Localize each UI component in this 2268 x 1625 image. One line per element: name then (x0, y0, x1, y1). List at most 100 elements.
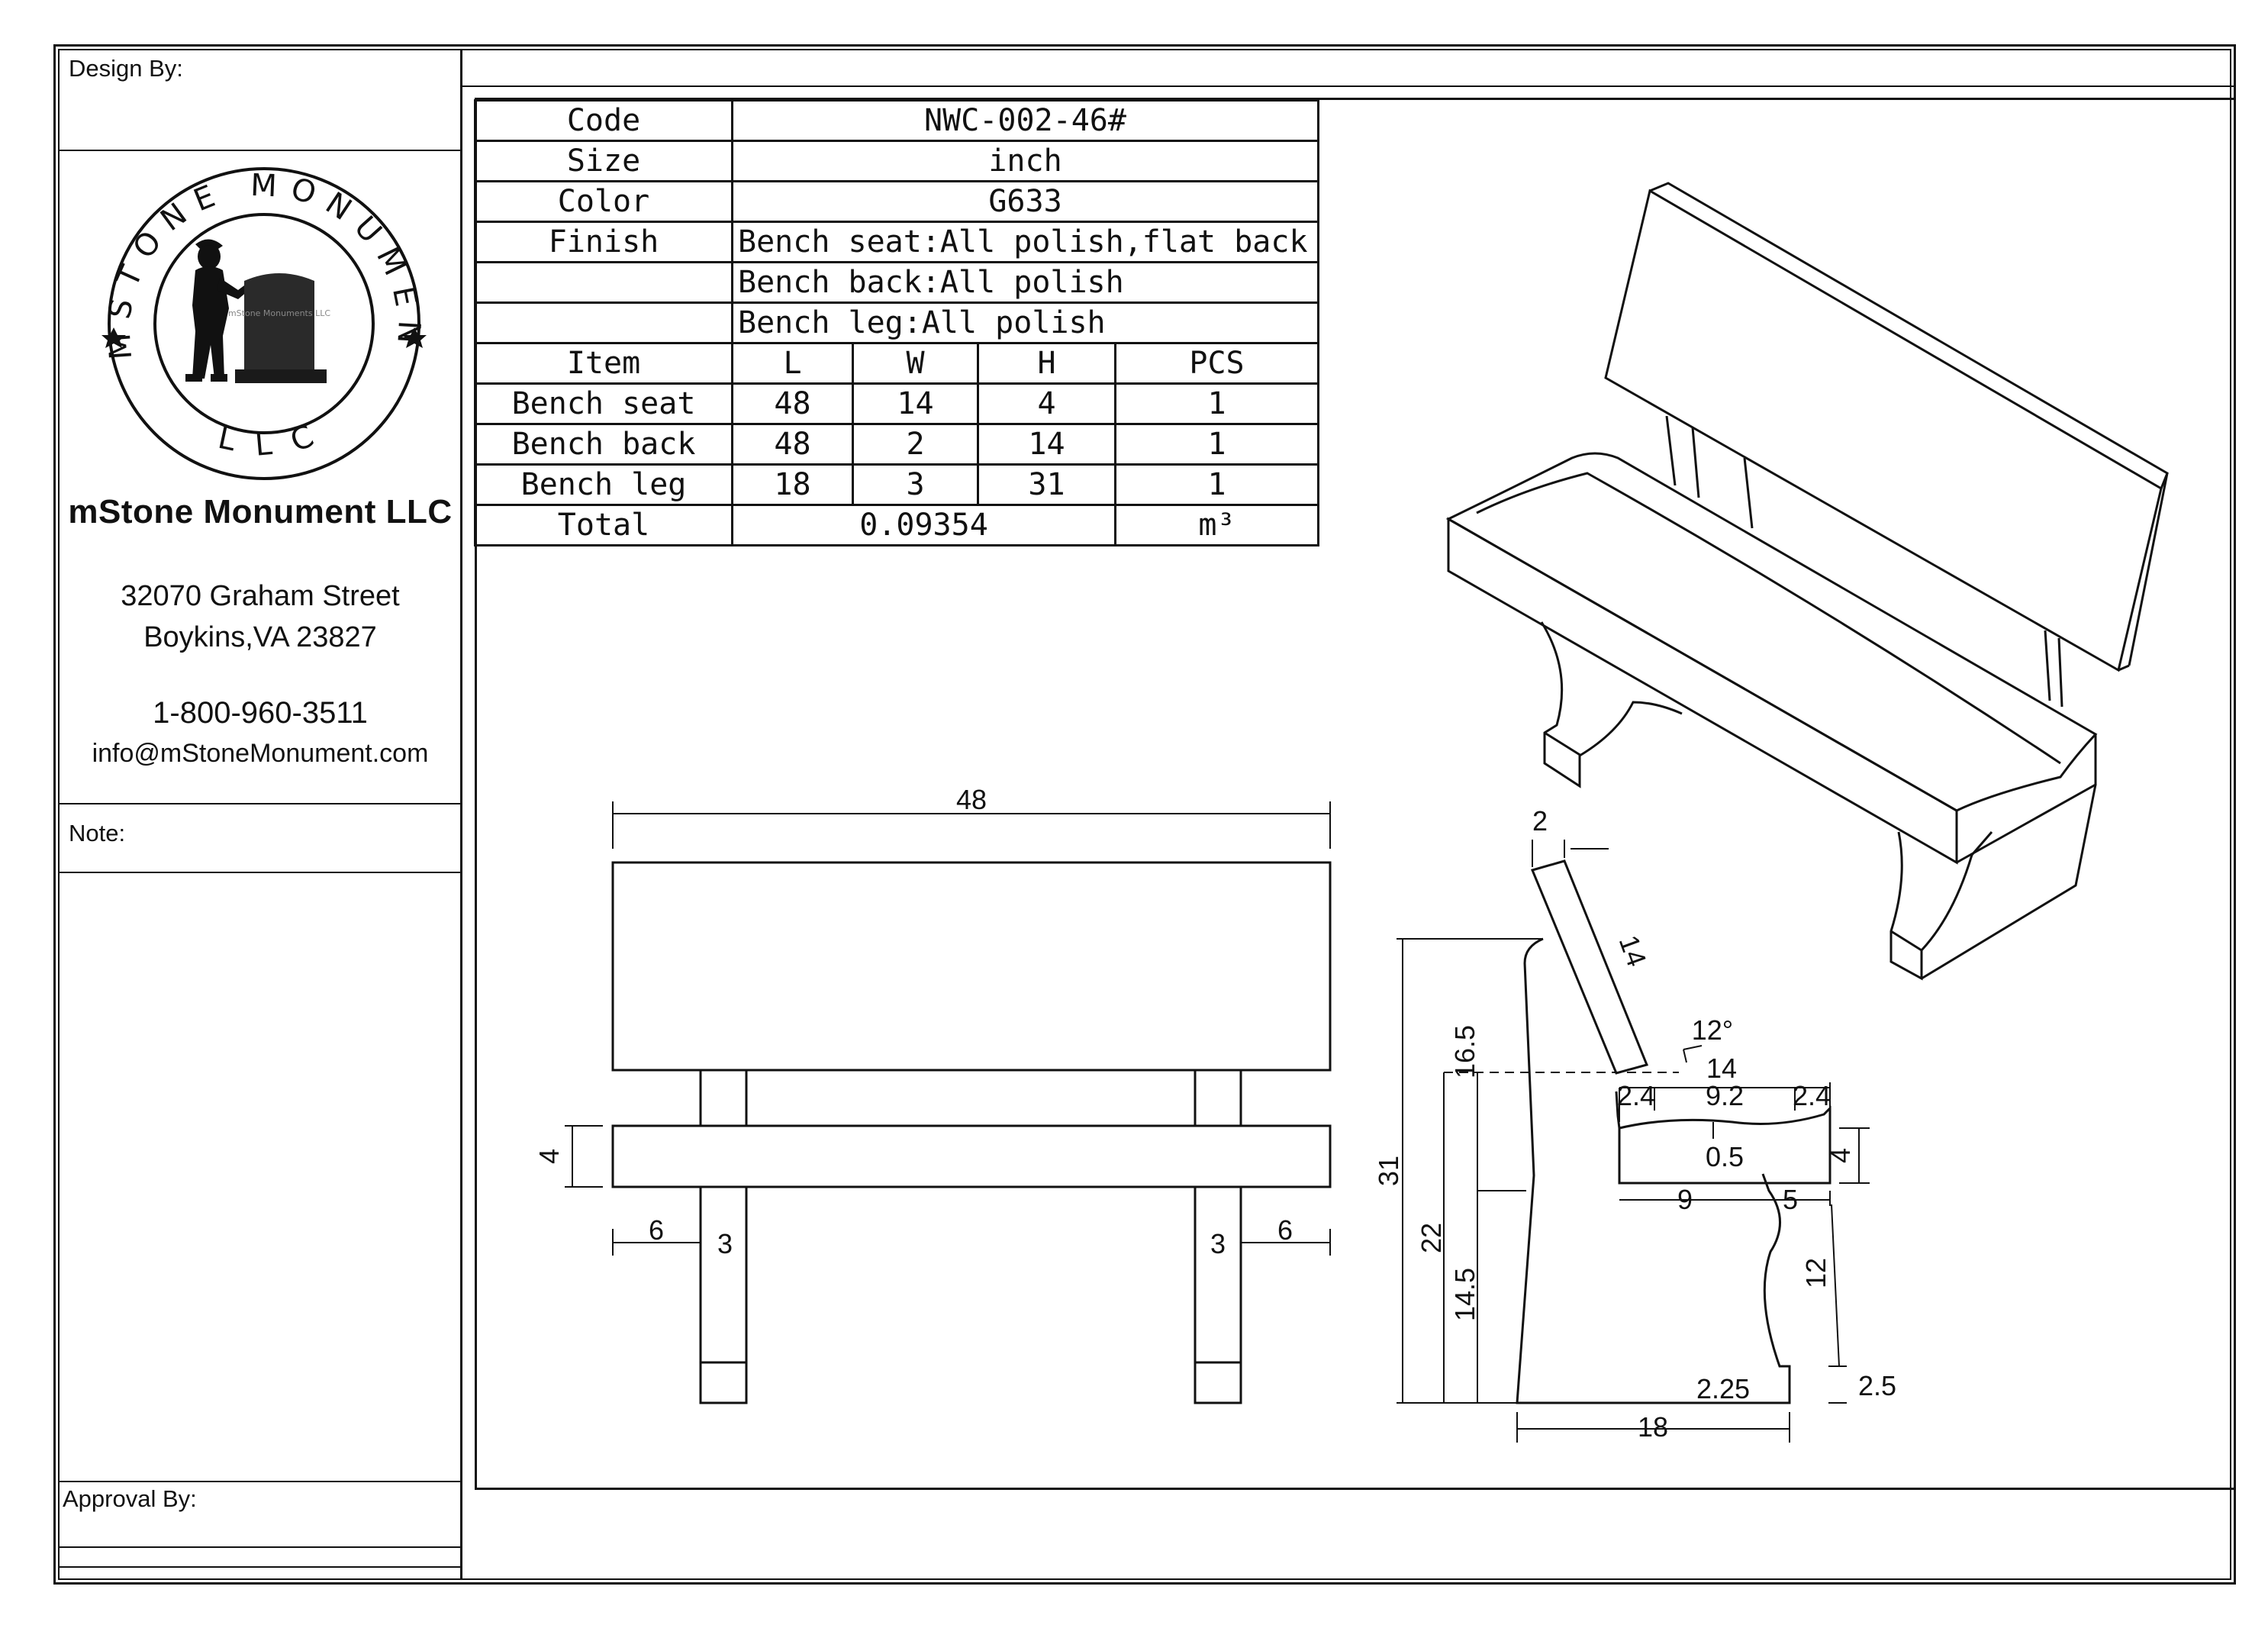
spec-label-empty (474, 261, 733, 304)
spec-value: inch (731, 140, 1319, 182)
iso-backrest-front (1604, 189, 2163, 672)
dim-seat-height: 4 (533, 1149, 565, 1164)
approval-by-label: Approval By: (63, 1485, 197, 1512)
spec-value: Bench leg:All polish (731, 301, 1319, 344)
table-row: Bench leg 18 3 31 1 (474, 463, 1319, 506)
table-row: Code NWC-002-46# (474, 99, 1319, 142)
dim-edge-1: 2.4 (1617, 1080, 1655, 1111)
phone-number: 1-800-960-3511 (153, 696, 368, 730)
length-cell: 48 (731, 423, 854, 466)
dim-seat-top-height: 22 (1416, 1223, 1447, 1253)
divider (58, 803, 462, 804)
table-row: Bench back 48 2 14 1 (474, 423, 1319, 466)
dim-rear-overhang: 5 (1783, 1184, 1798, 1215)
spec-label: Color (474, 180, 733, 223)
table-row: Total 0.09354 m³ (474, 504, 1319, 547)
column-header: PCS (1114, 342, 1319, 385)
length-cell: 18 (731, 463, 854, 506)
column-header: L (731, 342, 854, 385)
table-row: Finish Bench seat:All polish,flat back (474, 221, 1319, 263)
dim-back-angle: 12° (1692, 1014, 1733, 1046)
height-cell: 4 (977, 382, 1116, 425)
dim-seat-thickness: 4 (1825, 1148, 1856, 1163)
table-header-row: Item L W H PCS (474, 342, 1319, 385)
design-by-label: Design By: (69, 55, 183, 82)
divider (58, 1566, 462, 1568)
spec-label: Size (474, 140, 733, 182)
dim-total-width: 48 (956, 784, 987, 815)
dim-middle: 9.2 (1706, 1080, 1744, 1111)
address-line-2: Boykins,VA 23827 (143, 621, 377, 653)
side-elevation-view (1516, 859, 1831, 1404)
column-header: Item (474, 342, 733, 385)
front-backrest (611, 861, 1332, 1072)
dim-base-length: 18 (1638, 1411, 1668, 1443)
pcs-cell: 1 (1114, 382, 1319, 425)
sheet-inner-frame (58, 49, 2231, 1580)
dim-total-height: 31 (1373, 1156, 1404, 1186)
item-cell: Bench seat (474, 382, 733, 425)
drawing-area-frame (475, 98, 2236, 1490)
dim-back-length: 14 (1613, 931, 1653, 971)
dim-seat-depth: 14 (1706, 1053, 1737, 1084)
dim-leg-height: 14.5 (1449, 1268, 1480, 1321)
spec-label: Finish (474, 221, 733, 263)
table-row: Bench back:All polish (474, 261, 1319, 304)
height-cell: 31 (977, 463, 1116, 506)
total-label: Total (474, 504, 733, 547)
total-unit: m³ (1114, 504, 1319, 547)
spec-value: Bench seat:All polish,flat back (731, 221, 1319, 263)
front-leg-left (699, 1185, 748, 1404)
dim-leg-curve: 12 (1800, 1258, 1831, 1288)
dim-leg-right: 3 (1210, 1228, 1226, 1259)
side-seat (1618, 1105, 1831, 1185)
item-cell: Bench back (474, 423, 733, 466)
divider (58, 1481, 462, 1482)
headstone-text: mStone Monuments LLC (228, 308, 330, 318)
spec-value: NWC-002-46# (731, 99, 1319, 142)
spec-table: Code NWC-002-46# Size inch Color G633 Fi… (474, 99, 1319, 547)
drawing-area-topline (462, 85, 2236, 87)
note-label: Note: (69, 820, 126, 846)
pcs-cell: 1 (1114, 463, 1319, 506)
spec-label: Code (474, 99, 733, 142)
company-name: mStone Monument LLC (68, 493, 453, 530)
address-line-1: 32070 Graham Street (121, 580, 400, 612)
height-cell: 14 (977, 423, 1116, 466)
pcs-cell: 1 (1114, 423, 1319, 466)
spec-value: Bench back:All polish (731, 261, 1319, 304)
divider (58, 1546, 462, 1548)
column-header: W (852, 342, 979, 385)
iso-seat-top (1445, 452, 2098, 812)
spec-value: G633 (731, 180, 1319, 223)
table-row: Size inch (474, 140, 1319, 182)
dim-leg-left: 3 (717, 1228, 733, 1259)
front-seat (611, 1124, 1332, 1188)
side-backrest (1530, 859, 1649, 1075)
title-block-sidebar: Design By: MSTONE MONUMENT LLC (58, 49, 462, 1580)
iso-backrest-top (1649, 182, 2169, 489)
star-icon (402, 327, 427, 348)
total-value: 0.09354 (731, 504, 1116, 547)
length-cell: 48 (731, 382, 854, 425)
divider (58, 872, 462, 873)
dim-foot-width: 2.25 (1696, 1373, 1750, 1404)
dim-foot-height: 2.5 (1858, 1370, 1896, 1401)
width-cell: 3 (852, 463, 979, 506)
table-row: Bench seat 48 14 4 1 (474, 382, 1319, 425)
mstone-logo: MSTONE MONUMENT LLC mStone Monuments LLC (89, 156, 427, 480)
stone-carver-icon (185, 239, 247, 382)
width-cell: 2 (852, 423, 979, 466)
isometric-bench-view (1445, 182, 2169, 981)
dim-edge-left: 6 (649, 1214, 664, 1246)
spec-label-empty (474, 301, 733, 344)
front-elevation-view (611, 861, 1332, 1404)
divider (58, 150, 462, 151)
dim-front-overhang: 9 (1677, 1184, 1693, 1215)
front-leg-right (1194, 1185, 1242, 1404)
dimension-lines (565, 801, 1870, 1443)
table-row: Bench leg:All polish (474, 301, 1319, 344)
dim-edge-2: 2.4 (1793, 1080, 1831, 1111)
dim-back-rise: 16.5 (1449, 1025, 1480, 1078)
